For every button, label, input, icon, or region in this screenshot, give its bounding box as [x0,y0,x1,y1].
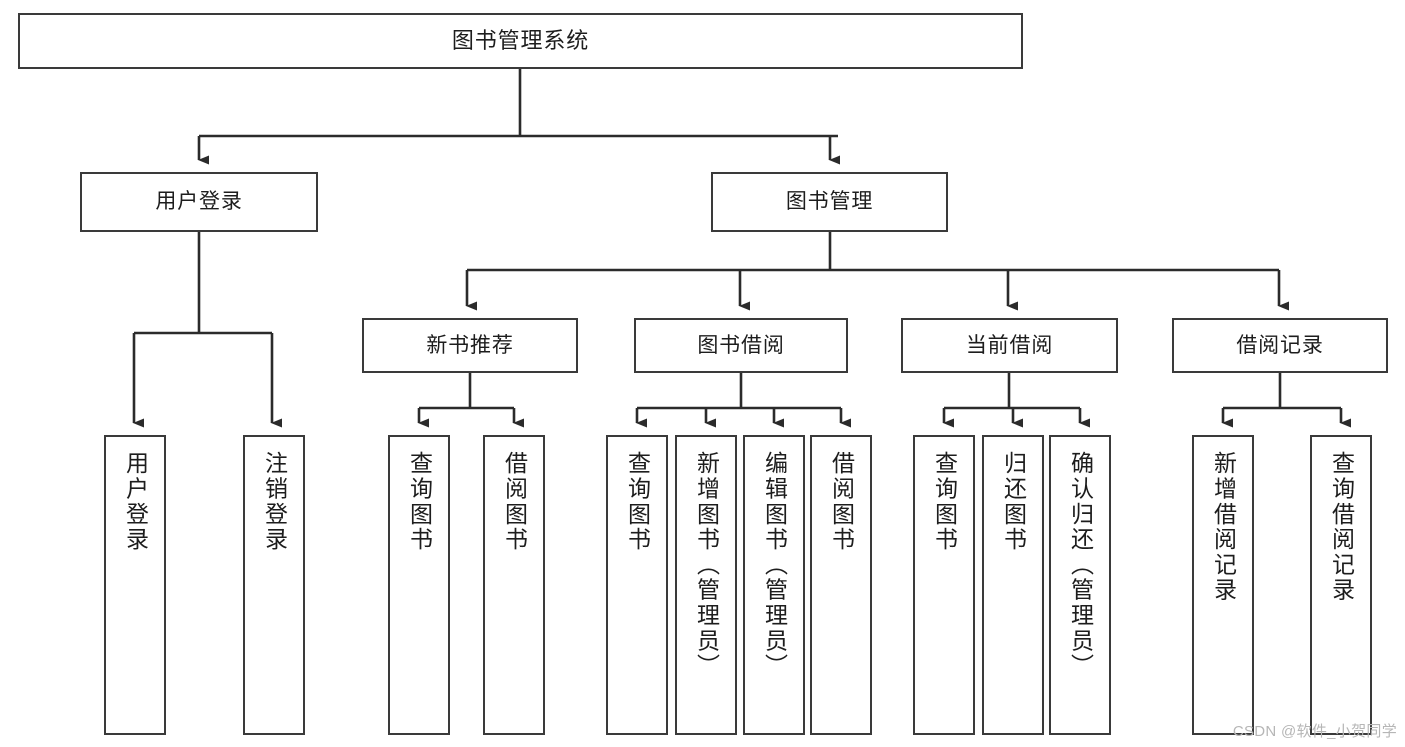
node-leaf-borrow-book[interactable]: 借阅图书 [810,435,872,735]
node-book-borrow[interactable]: 图书借阅 [634,318,848,373]
node-current-borrow-label: 当前借阅 [965,333,1054,357]
node-leaf-query-borrow-record-label: 查询借阅记录 [1328,451,1355,603]
node-leaf-borrow-book-new-label: 借阅图书 [501,451,528,553]
node-leaf-add-borrow-record[interactable]: 新增借阅记录 [1192,435,1254,735]
node-leaf-user-login-label: 用户登录 [122,451,149,553]
node-leaf-add-borrow-record-label: 新增借阅记录 [1210,451,1237,603]
node-leaf-logout-login[interactable]: 注销登录 [243,435,305,735]
node-leaf-query-book-current-label: 查询图书 [931,451,958,553]
node-leaf-user-login[interactable]: 用户登录 [104,435,166,735]
node-leaf-return-book-label: 归还图书 [1000,451,1027,553]
node-book-manage-label: 图书管理 [785,190,874,214]
node-new-book-recommend-label: 新书推荐 [426,333,514,357]
node-leaf-borrow-book-new[interactable]: 借阅图书 [483,435,545,735]
csdn-watermark: CSDN @软件_小贺同学 [1232,723,1397,740]
node-current-borrow[interactable]: 当前借阅 [901,318,1118,373]
node-leaf-edit-book-admin-label: 编辑图书（管理员） [761,451,788,679]
node-leaf-borrow-book-label: 借阅图书 [828,451,855,553]
node-root[interactable]: 图书管理系统 [18,13,1023,69]
node-leaf-query-borrow-record[interactable]: 查询借阅记录 [1310,435,1372,735]
node-leaf-query-book-new[interactable]: 查询图书 [388,435,450,735]
node-user-login-label: 用户登录 [155,190,243,214]
node-borrow-record[interactable]: 借阅记录 [1172,318,1388,373]
node-leaf-query-book-borrow[interactable]: 查询图书 [606,435,668,735]
node-new-book-recommend[interactable]: 新书推荐 [362,318,578,373]
node-leaf-add-book-admin[interactable]: 新增图书（管理员） [675,435,737,735]
node-user-login[interactable]: 用户登录 [80,172,318,232]
node-leaf-query-book-borrow-label: 查询图书 [624,451,651,553]
node-borrow-record-label: 借阅记录 [1236,333,1324,357]
node-book-manage[interactable]: 图书管理 [711,172,948,232]
node-leaf-confirm-return-admin[interactable]: 确认归还（管理员） [1049,435,1111,735]
node-leaf-confirm-return-admin-label: 确认归还（管理员） [1067,451,1094,679]
node-leaf-logout-login-label: 注销登录 [261,451,288,553]
node-leaf-return-book[interactable]: 归还图书 [982,435,1044,735]
node-leaf-query-book-new-label: 查询图书 [406,451,433,553]
node-leaf-query-book-current[interactable]: 查询图书 [913,435,975,735]
node-book-borrow-label: 图书借阅 [697,333,785,357]
node-leaf-add-book-admin-label: 新增图书（管理员） [693,451,720,679]
node-leaf-edit-book-admin[interactable]: 编辑图书（管理员） [743,435,805,735]
node-root-label: 图书管理系统 [451,27,590,53]
